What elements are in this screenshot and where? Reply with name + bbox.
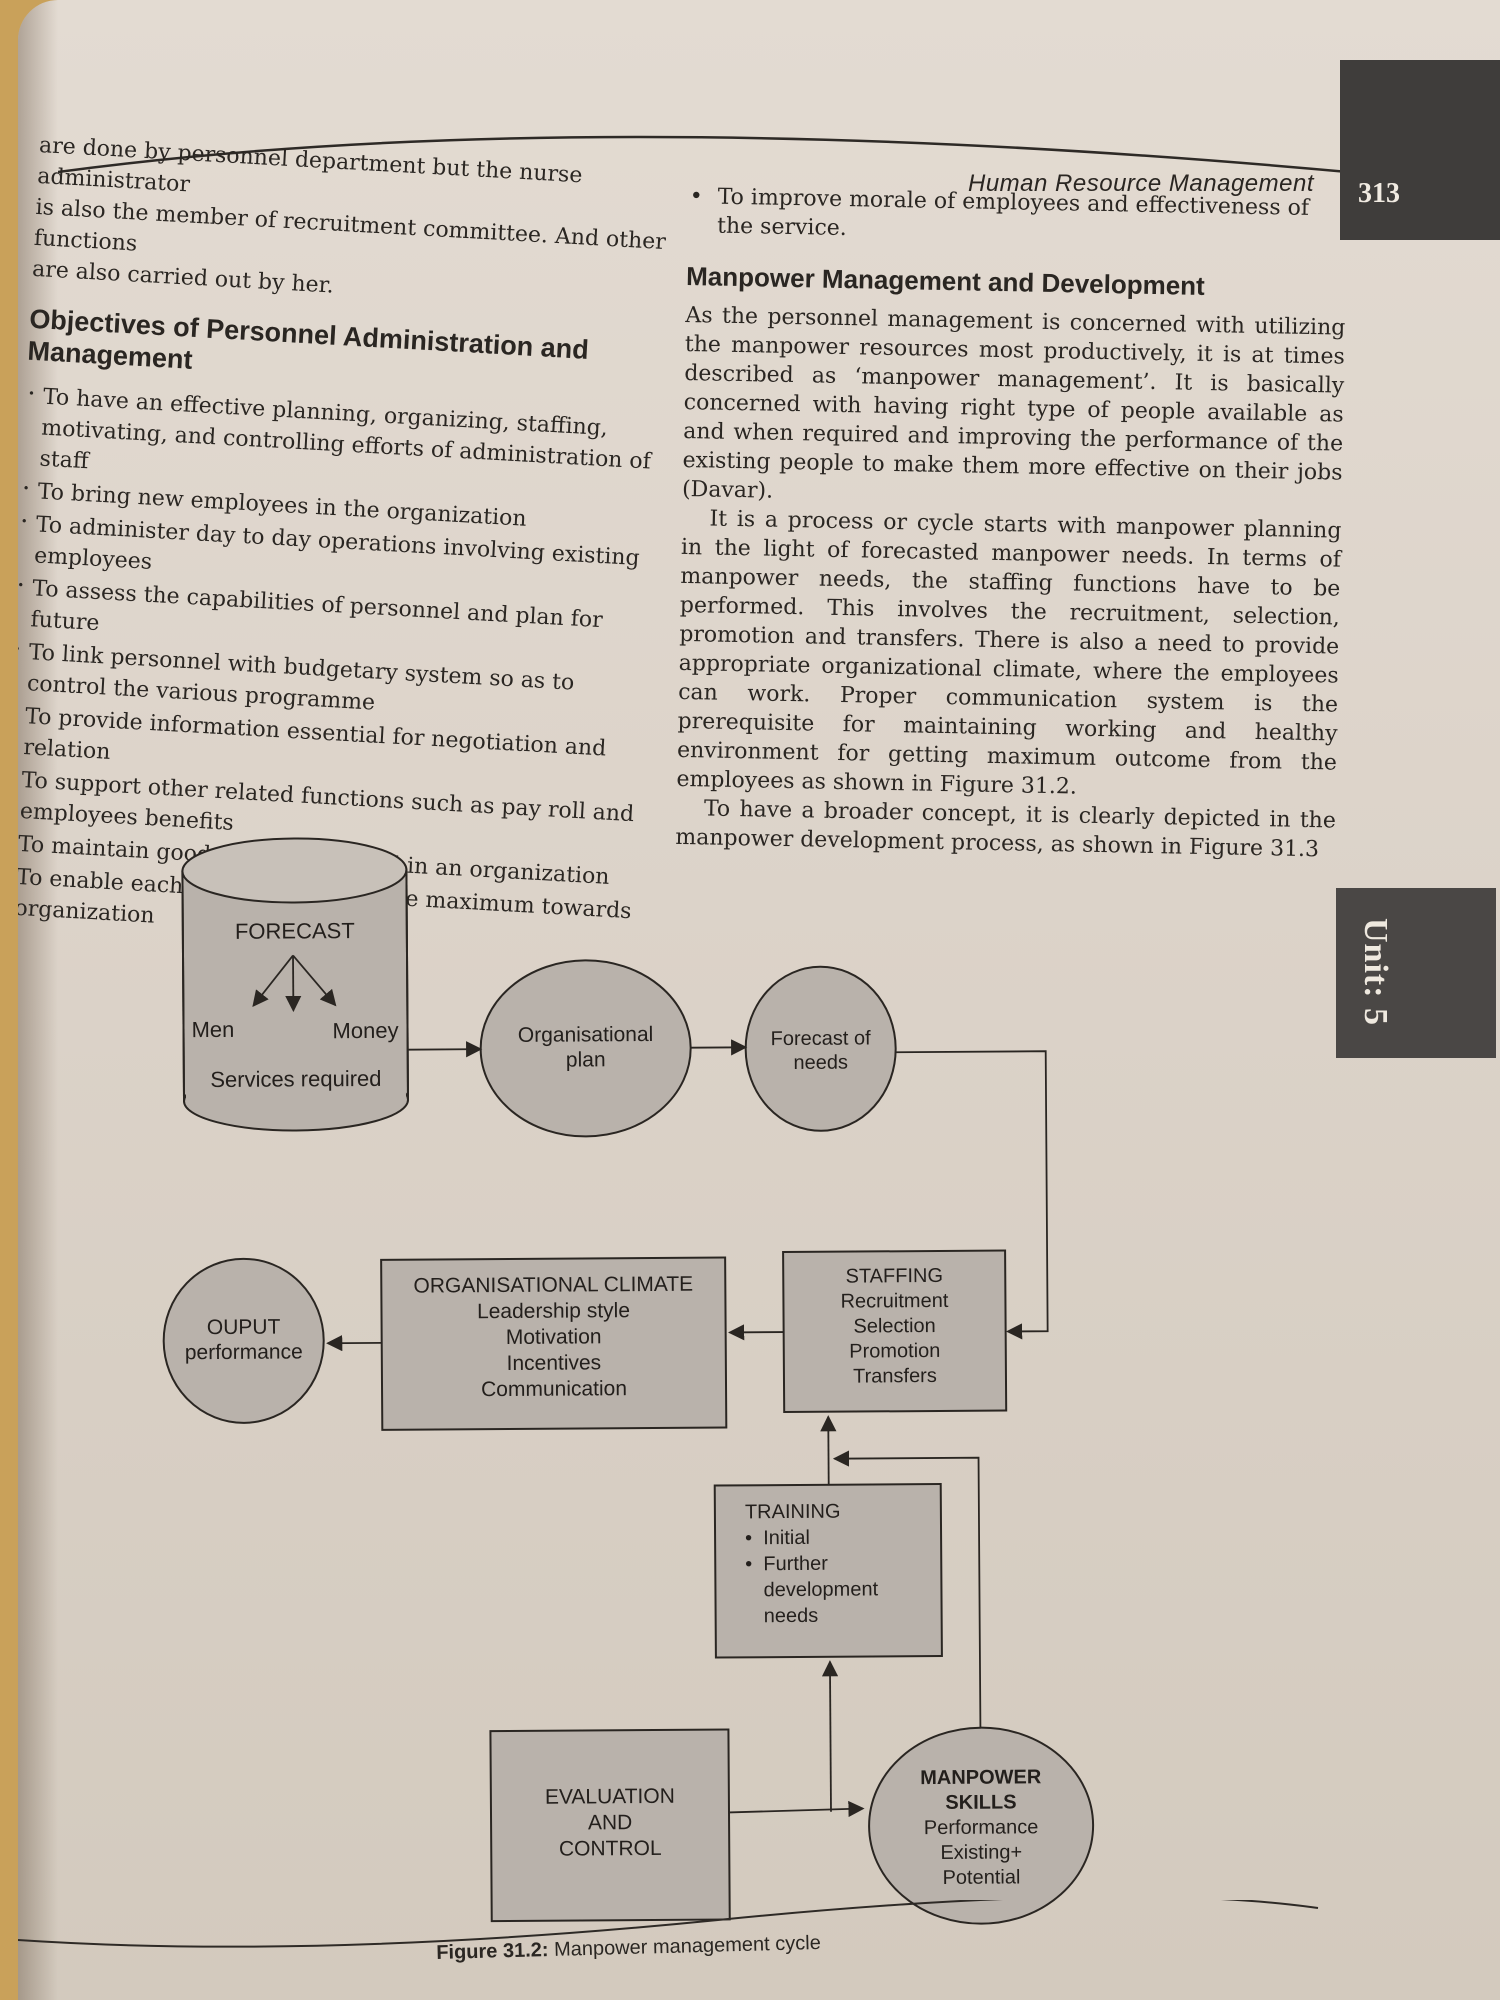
right-column: To improve morale of employees and effec…	[675, 182, 1348, 865]
paragraph: It is a process or cycle starts with man…	[676, 506, 1342, 800]
manpower-cycle-diagram: FORECAST Men Money Services required Org…	[144, 815, 1152, 1952]
unit-tab-label: Unit: 5	[1357, 918, 1394, 1027]
book-page: Human Resource Management 313 Unit: 5 ar…	[18, 0, 1500, 2000]
forecast-cylinder	[181, 837, 410, 1132]
training-item: • Further development needs	[745, 1552, 879, 1628]
training-item: • Initial	[745, 1526, 810, 1550]
forecast-title: FORECAST	[234, 918, 355, 944]
morale-bullet: To improve morale of employees and effec…	[687, 182, 1348, 253]
forecast-men: Men	[191, 1016, 235, 1043]
output-label: OUPUT performance	[184, 1315, 303, 1365]
intro-line: is also the member of recruitment commit…	[33, 194, 667, 257]
evaluation-box	[489, 1728, 731, 1923]
org-plan-label: Organisational plan	[517, 1022, 654, 1072]
evaluation-label: EVALUATION AND CONTROL	[544, 1784, 675, 1861]
unit-tab: Unit: 5	[1336, 888, 1496, 1058]
forecast-services: Services required	[210, 1065, 382, 1093]
climate-box	[380, 1256, 728, 1431]
training-box	[713, 1482, 943, 1659]
caption-label: Figure 31.2:	[436, 1939, 549, 1964]
forecast-money: Money	[332, 1017, 399, 1044]
paragraph: As the personnel management is concerned…	[681, 302, 1346, 504]
climate-label: ORGANISATIONAL CLIMATE Leadership style …	[413, 1272, 694, 1402]
page-number: 313	[1340, 60, 1500, 240]
staffing-label: STAFFING Recruitment Selection Promotion…	[840, 1264, 949, 1388]
manpower-heading: Manpower Management and Development	[685, 260, 1206, 301]
bottom-rule	[18, 1900, 1319, 1948]
header-rule	[58, 135, 1348, 174]
intro-line: are also carried out by her.	[31, 256, 335, 299]
skills-ellipse	[868, 1726, 1095, 1925]
diagram-shapes	[162, 837, 1095, 1925]
page-gutter-shadow	[18, 0, 58, 2000]
output-circle	[162, 1257, 325, 1424]
training-label: TRAINING • Initial • Further development…	[745, 1498, 936, 1629]
training-title: TRAINING	[744, 1500, 841, 1524]
forecast-needs-label: Forecast of needs	[770, 1027, 871, 1074]
skills-label: MANPOWER SKILLS Performance Existing+ Po…	[920, 1766, 1042, 1889]
